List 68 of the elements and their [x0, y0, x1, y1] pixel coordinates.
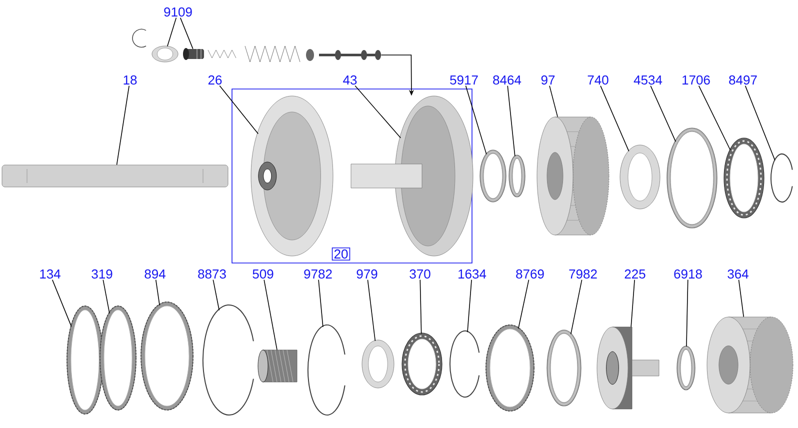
- part-drawing: [183, 48, 204, 60]
- part-drawing: [308, 324, 346, 416]
- leader-line: [467, 279, 472, 332]
- callout-number: 43: [343, 75, 357, 85]
- callout-number: 26: [208, 75, 222, 85]
- part-drawing: [319, 50, 381, 60]
- leader-line: [52, 279, 72, 327]
- callout-number: 1706: [682, 75, 710, 85]
- part-drawing: [450, 330, 480, 398]
- leader-line: [465, 85, 487, 155]
- callout-number: 6918: [674, 269, 702, 279]
- leader-line: [155, 279, 160, 306]
- leader-line: [166, 17, 177, 47]
- part-drawing: [2, 164, 228, 188]
- part-drawing: [362, 340, 394, 388]
- leader-line: [570, 279, 582, 334]
- callout-number: 5917: [450, 75, 478, 85]
- leader-line: [698, 85, 731, 150]
- leader-line: [630, 279, 635, 328]
- part-drawing: [620, 144, 660, 210]
- assembly-frame: 20: [232, 88, 472, 264]
- leader-line: [219, 85, 259, 134]
- leader-line: [116, 85, 130, 166]
- part-drawing: [536, 116, 610, 236]
- leader-line: [744, 85, 776, 161]
- leader-line: [686, 279, 688, 347]
- callout-number: 97: [541, 75, 555, 85]
- part-drawing: [202, 304, 254, 416]
- callout-number: 134: [40, 269, 60, 279]
- leader-line: [354, 85, 402, 138]
- leader-line: [420, 279, 422, 334]
- leader-line: [650, 85, 676, 142]
- callout-number: 1634: [458, 269, 486, 279]
- callout-number: 979: [356, 269, 378, 279]
- callout-number: 8464: [493, 75, 522, 85]
- callout-number: 370: [410, 269, 430, 279]
- leader-line: [367, 279, 376, 342]
- callout-number: 18: [124, 75, 137, 85]
- callout-number: 509: [252, 269, 274, 279]
- leader-line: [318, 279, 324, 328]
- leader-line: [738, 279, 744, 318]
- callout-number: 894: [144, 269, 166, 279]
- part-drawing: [250, 96, 334, 256]
- callout-number: 9782: [304, 269, 332, 279]
- callout-number: 319: [92, 269, 112, 279]
- leader-line: [264, 279, 278, 350]
- callout-number: 9109: [164, 7, 192, 17]
- callout-number: 8497: [729, 75, 757, 85]
- leader-line: [600, 85, 630, 152]
- part-drawing: [596, 326, 660, 410]
- part-drawing: [152, 46, 178, 62]
- callout-number: 740: [588, 75, 608, 85]
- part-drawing: [706, 316, 794, 414]
- callout-number: 364: [728, 269, 748, 279]
- callout-number: 8769: [516, 269, 544, 279]
- leader-line: [102, 279, 110, 314]
- leader-line: [549, 85, 558, 118]
- callout-number: 8873: [198, 269, 226, 279]
- part-drawing: [770, 154, 793, 202]
- callout-number: 225: [624, 269, 646, 279]
- leader-line: [507, 85, 516, 157]
- leader-line: [518, 279, 530, 329]
- leader-line: [180, 17, 194, 50]
- part-drawing: [258, 350, 298, 382]
- part-drawing: [350, 96, 474, 256]
- leader-line: [212, 279, 220, 311]
- callout-number: 7982: [569, 269, 597, 279]
- callout-number: 4534: [634, 75, 662, 85]
